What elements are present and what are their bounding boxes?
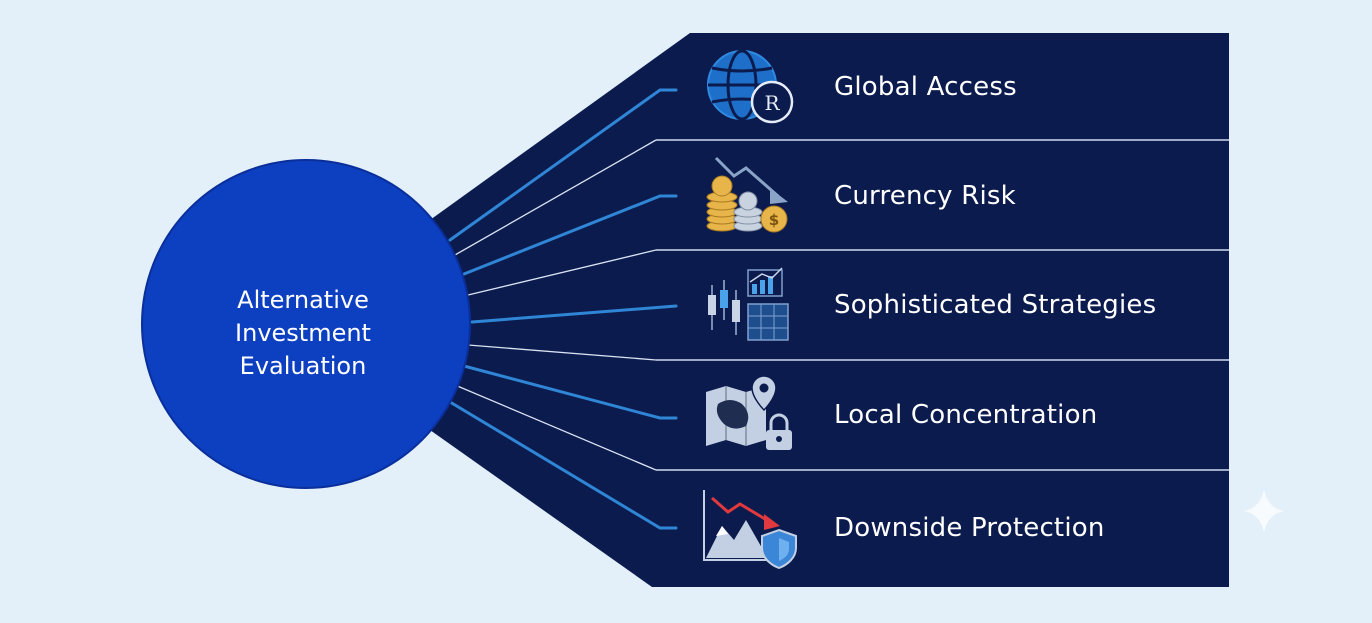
connector-downside-protection (448, 400, 678, 530)
divider-fan-lines (454, 139, 657, 471)
svg-text:$: $ (769, 211, 779, 229)
item-label-local-concentration: Local Concentration (834, 400, 1098, 430)
chart-shield-icon (703, 490, 797, 570)
candlestick-charts-icon (708, 267, 789, 341)
connector-global-access (448, 88, 678, 242)
map-pin-lock-icon (706, 375, 792, 450)
hub-circle (141, 159, 471, 489)
item-label-downside-protection: Downside Protection (834, 513, 1105, 543)
sparkle-icon (1244, 490, 1284, 532)
connector-lines (448, 88, 678, 530)
hub-title-line: Alternative (237, 286, 369, 314)
item-label-global-access: Global Access (834, 72, 1017, 102)
svg-text:R: R (764, 91, 780, 115)
item-label-sophisticated-strategies: Sophisticated Strategies (834, 290, 1157, 320)
globe-registered-icon: R (707, 49, 794, 124)
hub-title-line: Evaluation (239, 352, 367, 380)
hub-title-line: Investment (235, 319, 371, 347)
coins-down-trend-icon: $ (706, 156, 788, 233)
connector-currency-risk (462, 194, 678, 276)
item-label-currency-risk: Currency Risk (834, 181, 1016, 211)
panel-background (430, 33, 1229, 587)
connector-local-concentration (462, 364, 678, 420)
hub-title: Alternative Investment Evaluation (143, 284, 463, 383)
connector-sophisticated-strategies (470, 304, 678, 324)
